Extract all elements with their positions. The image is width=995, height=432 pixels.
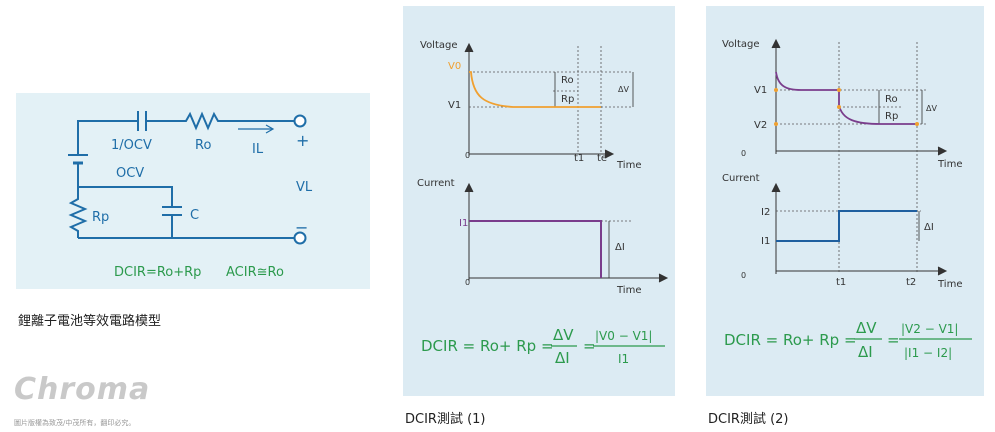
- voltage-x-arrow: [604, 149, 615, 159]
- voltage-y-arrow: [464, 42, 474, 53]
- current-arrow-head: [265, 124, 275, 134]
- dcir-test-1-panel: Voltage Current Time Time 0 0 V1 t1 te R…: [403, 6, 675, 396]
- voltage-curve: [469, 71, 601, 108]
- wire-rp-c-top: [77, 163, 173, 207]
- voltage-y-arrow: [771, 38, 781, 49]
- label-rp: Rp: [92, 210, 109, 225]
- current-y-arrow: [771, 182, 781, 193]
- formula-i-diff: |I1 − I2|: [904, 346, 952, 360]
- voltage-axis-label: Voltage: [722, 39, 760, 50]
- label-plus: +: [296, 131, 309, 150]
- v0-label: V0: [448, 61, 461, 72]
- formula-v-diff: |V0 − V1|: [595, 329, 652, 343]
- label-resistor-ro: Ro: [195, 138, 211, 153]
- di-label: ΔI: [924, 222, 934, 233]
- label-minus: −: [295, 218, 308, 237]
- equation-acir: ACIR≅Ro: [226, 265, 284, 280]
- current-axis-label: Current: [722, 173, 760, 184]
- panel-2-background: [706, 6, 984, 396]
- dv-label: ΔV: [926, 104, 937, 113]
- dv-label: ΔV: [618, 85, 629, 94]
- formula-delta-v: ΔV: [553, 326, 574, 344]
- t2-label: t2: [906, 277, 916, 288]
- t2-voltage-dot: [915, 122, 919, 126]
- v2-marker-dot: [774, 122, 778, 126]
- rp-label: Rp: [561, 94, 574, 105]
- time-axis-label-current: Time: [616, 285, 641, 296]
- formula-equals: =: [583, 337, 596, 355]
- current-curve: [776, 210, 917, 242]
- label-ocv: OCV: [116, 166, 144, 181]
- label-vl: VL: [296, 180, 313, 195]
- chroma-logo: Chroma: [14, 372, 151, 407]
- origin-label-current: 0: [741, 271, 746, 280]
- dcir-test-2-panel: Voltage Current Time Time 0 0 V1 V2 I2 I…: [706, 6, 984, 396]
- test-1-caption: DCIR測試 (1): [405, 412, 486, 427]
- time-axis-label-voltage: Time: [937, 159, 962, 170]
- ro-label: Ro: [885, 94, 898, 105]
- label-c: C: [190, 208, 199, 223]
- v2-label: V2: [754, 120, 767, 131]
- current-curve: [469, 220, 602, 278]
- formula-lhs: DCIR = Ro+ Rp =: [421, 337, 554, 355]
- origin-label-voltage: 0: [465, 151, 470, 160]
- v1-label: V1: [754, 85, 767, 96]
- ro-label: Ro: [561, 75, 574, 86]
- formula-i1: I1: [618, 352, 629, 366]
- origin-label-voltage: 0: [741, 149, 746, 158]
- i2-label: I2: [761, 207, 770, 218]
- t1-label: t1: [836, 277, 846, 288]
- circuit-caption: 鋰離子電池等效電路模型: [18, 314, 162, 329]
- ro-drop-dot: [837, 105, 841, 109]
- voltage-curve: [775, 71, 917, 125]
- t1-voltage-dot: [837, 88, 841, 92]
- resistor-rp-symbol: [68, 187, 88, 238]
- formula-v-diff: |V2 − V1|: [901, 322, 958, 336]
- rp-label: Rp: [885, 111, 898, 122]
- equivalent-circuit-diagram: 1/OCV Ro IL + OCV Rp C VL − DCIR=Ro+Rp A…: [16, 93, 370, 289]
- test-2-caption: DCIR測試 (2): [708, 412, 789, 427]
- circuit-background: [16, 93, 370, 289]
- v1-marker-dot: [774, 88, 778, 92]
- formula-delta-i: ΔI: [555, 349, 570, 367]
- voltage-x-arrow: [937, 146, 948, 156]
- current-y-arrow: [464, 182, 474, 193]
- wire-top-left: [77, 120, 138, 155]
- formula-equals: =: [887, 331, 900, 349]
- panel-1-background: [403, 6, 675, 396]
- time-axis-label-voltage: Time: [616, 160, 641, 171]
- formula-delta-v: ΔV: [856, 319, 877, 337]
- time-axis-label-current: Time: [937, 279, 962, 290]
- copyright-notice: 圖片版權為致茂/中茂所有，翻印必究。: [14, 419, 136, 427]
- i1-label: I1: [761, 236, 770, 247]
- resistor-ro-symbol: [146, 111, 294, 131]
- terminal-negative: [293, 231, 307, 245]
- current-axis-label: Current: [417, 178, 455, 189]
- voltage-axis-label: Voltage: [420, 40, 458, 51]
- current-x-arrow: [658, 273, 669, 283]
- formula-delta-i: ΔI: [858, 343, 873, 361]
- v1-label: V1: [448, 100, 461, 111]
- current-x-arrow: [937, 266, 948, 276]
- te-label: te: [597, 153, 607, 164]
- label-capacitor-ocv: 1/OCV: [111, 138, 152, 153]
- label-current-il: IL: [252, 142, 264, 157]
- i1-label: I1: [459, 218, 468, 229]
- di-label: ΔI: [615, 242, 625, 253]
- formula-lhs: DCIR = Ro+ Rp =: [724, 331, 857, 349]
- terminal-positive: [293, 114, 307, 128]
- origin-label-current: 0: [465, 278, 470, 287]
- equation-dcir: DCIR=Ro+Rp: [114, 265, 201, 280]
- t1-label: t1: [574, 153, 584, 164]
